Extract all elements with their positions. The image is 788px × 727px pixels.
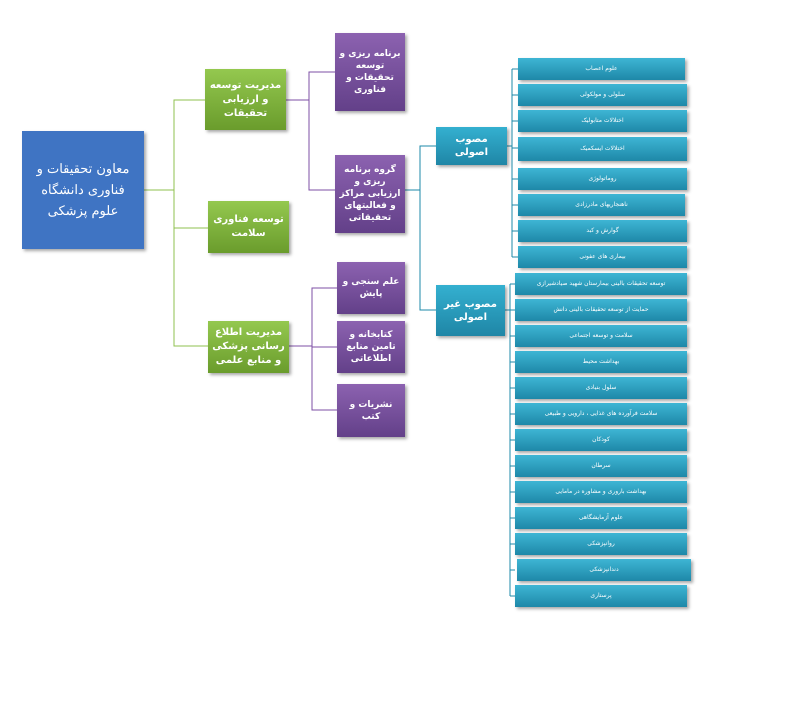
dept-health-technology: توسعه فناوری سلامت bbox=[208, 201, 289, 253]
unapproved-center-item: پرستاری bbox=[515, 585, 687, 607]
unapproved-center-item: سلول بنیادی bbox=[515, 377, 687, 399]
unapproved-center-item: سلامت فرآورده های غذایی ، دارویی و طبیعی bbox=[515, 403, 687, 425]
dept-research-development: مدیریت توسعه و ارزیابی تحقیقات bbox=[205, 69, 286, 130]
approved-center-item: علوم اعصاب bbox=[518, 58, 685, 80]
approved-center-item: سلولی و مولکولی bbox=[518, 84, 687, 106]
unapproved-center-item: بهداشت محیط bbox=[515, 351, 687, 373]
root-node: معاون تحقیقات و فناوری دانشگاه علوم پزشک… bbox=[22, 131, 144, 249]
unapproved-center-item: روانپزشکی bbox=[515, 533, 687, 555]
unapproved-center-item: سلامت و توسعه اجتماعی bbox=[515, 325, 687, 347]
dept-medical-information: مدیریت اطلاع رسانی پزشکی و منابع علمی bbox=[208, 321, 289, 373]
unapproved-center-item: حمایت از توسعه تحقیقات بالینی دانش bbox=[515, 299, 687, 321]
unit-scientometrics: علم سنجی و پایش bbox=[337, 262, 405, 314]
unapproved-centers: مصوب غیر اصولی bbox=[436, 285, 505, 336]
unit-publications: نشریات و کتب bbox=[337, 384, 405, 437]
unapproved-center-item: سرطان bbox=[515, 455, 687, 477]
approved-center-item: بیماری های عفونی bbox=[518, 246, 687, 268]
approved-center-item: ناهنجاریهای مادرزادی bbox=[518, 194, 685, 216]
approved-center-item: اختلالات ایسکمیک bbox=[518, 137, 687, 161]
unapproved-center-item: توسعه تحقیقات بالینی بیمارستان شهید صیاد… bbox=[515, 273, 687, 295]
approved-center-item: اختلالات متابولیک bbox=[518, 110, 687, 132]
unapproved-center-item: بهداشت باروری و مشاوره در مامایی bbox=[515, 481, 687, 503]
unit-research-planning: برنامه ریزی و توسعه تحقیقات و فناوری bbox=[335, 33, 405, 111]
unapproved-center-item: دندانپزشکی bbox=[517, 559, 691, 581]
unit-library: کتابخانه و تامین منابع اطلاعاتی bbox=[337, 321, 405, 373]
approved-center-item: گوارش و کبد bbox=[518, 220, 687, 242]
approved-center-item: روماتولوژی bbox=[518, 168, 687, 190]
unit-center-evaluation: گروه برنامه ریزی و ارزیابی مراکز و فعالی… bbox=[335, 155, 405, 233]
approved-centers: مصوب اصولی bbox=[436, 127, 507, 165]
unapproved-center-item: علوم آزمایشگاهی bbox=[515, 507, 687, 529]
unapproved-center-item: کودکان bbox=[515, 429, 687, 451]
